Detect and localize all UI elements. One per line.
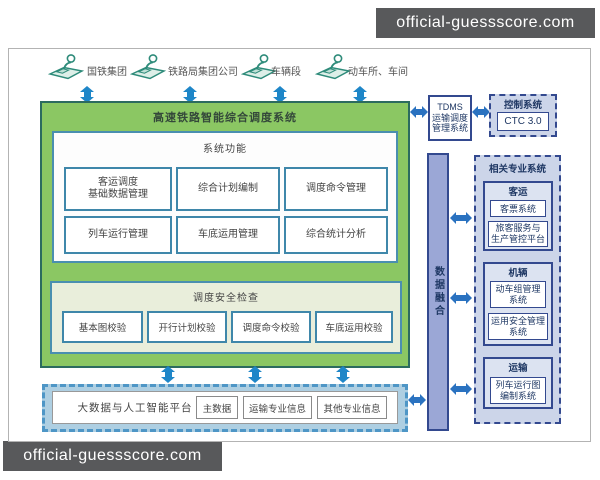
function-box: 调度命令管理 bbox=[284, 167, 388, 211]
function-box: 客运调度 基础数据管理 bbox=[64, 167, 172, 211]
safety-box: 开行计划校验 bbox=[147, 311, 227, 343]
entity-label: 国铁集团 bbox=[87, 67, 127, 78]
tdms-box: TDMS 运输调度 管理系统 bbox=[428, 95, 472, 141]
person-desk-icon bbox=[130, 54, 166, 80]
bidirectional-arrow bbox=[353, 86, 367, 103]
bidirectional-arrow bbox=[408, 393, 426, 406]
safety-box: 车底运用校验 bbox=[315, 311, 393, 343]
subsystem-box: 客票系统 bbox=[490, 200, 546, 217]
watermark-bottom-left: official-guessscore.com bbox=[3, 441, 222, 471]
platform-box: 其他专业信息 bbox=[317, 396, 387, 419]
subsystem-box: 旅客服务与 生产管控平台 bbox=[488, 221, 548, 247]
platform-title: 大数据与人工智能平台 bbox=[77, 402, 193, 414]
bidirectional-arrow bbox=[161, 366, 175, 383]
bidirectional-arrow bbox=[410, 105, 428, 118]
subsystem-box: 列车运行图 编制系统 bbox=[490, 377, 546, 404]
bidirectional-arrow bbox=[273, 86, 287, 103]
entity-label: 动车所、车间 bbox=[348, 67, 408, 78]
subsystem-box: 动车组管理 系统 bbox=[490, 281, 546, 308]
bidirectional-arrow bbox=[472, 105, 490, 118]
group-title: 机辆 bbox=[508, 267, 528, 279]
bidirectional-arrow bbox=[183, 86, 197, 103]
person-desk-icon bbox=[315, 54, 351, 80]
ctc-box: CTC 3.0 bbox=[497, 112, 549, 131]
safety-box: 调度命令校验 bbox=[231, 311, 311, 343]
function-box: 综合统计分析 bbox=[284, 216, 388, 254]
safety-box: 基本图校验 bbox=[62, 311, 143, 343]
bidirectional-arrow bbox=[450, 291, 472, 304]
control-system-title: 控制系统 bbox=[503, 99, 542, 111]
function-box: 综合计划编制 bbox=[176, 167, 280, 211]
system-functions-title: 系统功能 bbox=[203, 143, 247, 155]
data-fusion-bar: 数据融合 bbox=[427, 153, 449, 431]
bidirectional-arrow bbox=[336, 366, 350, 383]
entity-label: 车辆段 bbox=[271, 67, 301, 78]
entity-label: 铁路局集团公司 bbox=[168, 67, 238, 78]
bidirectional-arrow bbox=[450, 211, 472, 224]
bidirectional-arrow bbox=[450, 382, 472, 395]
function-box: 列车运行管理 bbox=[64, 216, 172, 254]
data-fusion-label: 数据融合 bbox=[432, 266, 444, 318]
person-desk-icon bbox=[241, 54, 277, 80]
platform-box: 运输专业信息 bbox=[243, 396, 312, 419]
function-box: 车底运用管理 bbox=[176, 216, 280, 254]
person-desk-icon bbox=[48, 54, 84, 80]
safety-check-title: 调度安全检查 bbox=[193, 292, 259, 304]
bidirectional-arrow bbox=[80, 86, 94, 103]
bidirectional-arrow bbox=[248, 366, 262, 383]
group-title: 客运 bbox=[508, 186, 528, 198]
watermark-top-right: official-guessscore.com bbox=[376, 8, 595, 38]
group-title: 运输 bbox=[508, 362, 528, 374]
main-system-title: 高速铁路智能综合调度系统 bbox=[153, 112, 297, 124]
subsystem-box: 运用安全管理 系统 bbox=[488, 313, 548, 340]
platform-box: 主数据 bbox=[196, 396, 238, 419]
related-systems-title: 相关专业系统 bbox=[488, 164, 546, 175]
